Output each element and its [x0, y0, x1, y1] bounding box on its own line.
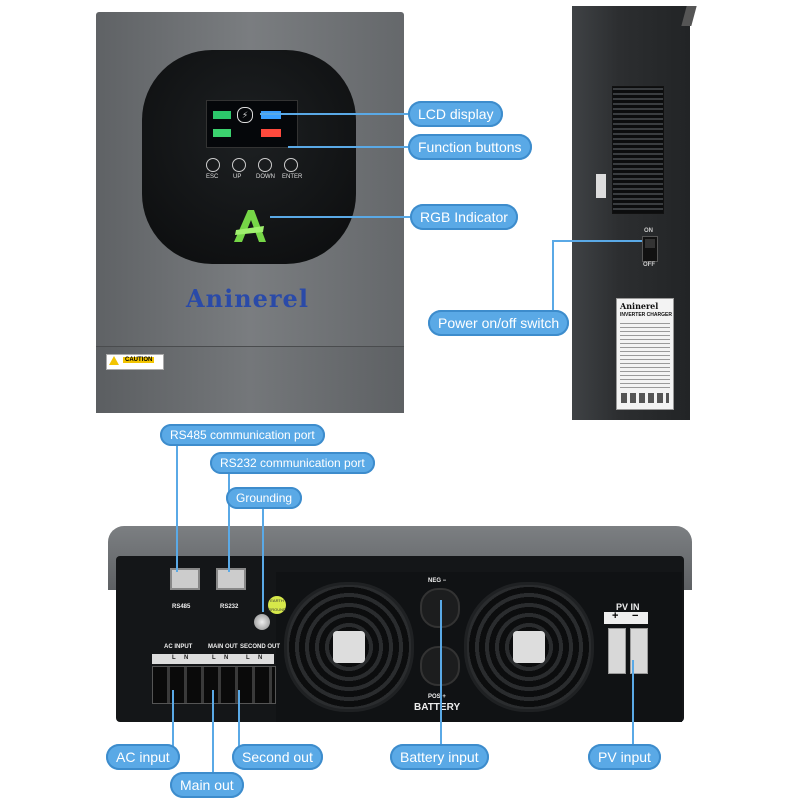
- pv-in-label: PV IN: [616, 602, 640, 612]
- power-switch[interactable]: [642, 236, 658, 262]
- spec-title: INVERTER CHARGER: [620, 312, 672, 318]
- up-label: UP: [233, 174, 242, 180]
- term-l-ac: L: [172, 655, 176, 661]
- spec-brand: Aninerel: [620, 301, 659, 311]
- esc-label: ESC: [206, 174, 219, 180]
- terminal-header: L N L N L N: [152, 654, 274, 664]
- function-buttons: ESC UP DOWN ENTER: [204, 158, 302, 186]
- pv-terminal-minus[interactable]: [630, 628, 648, 674]
- rs485-port[interactable]: [170, 568, 200, 590]
- caution-label: CAUTION: [106, 354, 164, 370]
- main-out-label: MAIN OUT: [208, 644, 238, 650]
- callout-rs485-port: RS485 communication port: [160, 424, 325, 446]
- switch-off-label: OFF: [643, 262, 655, 268]
- callout-battery-input: Battery input: [390, 744, 489, 770]
- callout-rgb-indicator: RGB Indicator: [410, 204, 518, 230]
- up-button[interactable]: [232, 158, 246, 172]
- pv-polarity: + −: [604, 610, 648, 624]
- term-n-second: N: [258, 655, 263, 661]
- side-view: ON OFF Aninerel INVERTER CHARGER: [572, 6, 697, 420]
- pv-minus: −: [632, 610, 639, 622]
- callout-lcd-display: LCD display: [408, 101, 504, 127]
- callout-pv-input: PV input: [588, 744, 661, 770]
- second-out-label: SECOND OUT: [240, 644, 281, 650]
- callout-second-out: Second out: [232, 744, 323, 770]
- down-button[interactable]: [258, 158, 272, 172]
- ac-input-label: AC INPUT: [164, 644, 193, 650]
- term-n-main: N: [224, 655, 229, 661]
- term-l-second: L: [246, 655, 250, 661]
- front-view: ⚡ ESC UP DOWN ENTER Aninerel CAUTION: [96, 12, 404, 413]
- rs232-port[interactable]: [216, 568, 246, 590]
- fan-right: [464, 582, 594, 712]
- caution-text: CAUTION: [123, 357, 155, 363]
- esc-button[interactable]: [206, 158, 220, 172]
- rgb-indicator-logo-icon: [230, 208, 270, 244]
- side-vent: [612, 86, 664, 214]
- battery-label: BATTERY: [414, 702, 461, 713]
- term-l-main: L: [212, 655, 216, 661]
- grounding-screw[interactable]: [254, 614, 270, 630]
- enter-button[interactable]: [284, 158, 298, 172]
- callout-function-buttons: Function buttons: [408, 134, 532, 160]
- callout-main-out: Main out: [170, 772, 244, 798]
- fan-left: [284, 582, 414, 712]
- lightning-icon: ⚡: [237, 107, 253, 123]
- callout-rs232-port: RS232 communication port: [210, 452, 375, 474]
- pv-plus: +: [612, 610, 619, 622]
- bottom-view: RS485 RS232 EARTH GROUND AC INPUT MAIN O…: [108, 526, 692, 724]
- enter-label: ENTER: [282, 174, 303, 180]
- pos-label: POS +: [428, 694, 446, 700]
- term-n-ac: N: [184, 655, 189, 661]
- callout-ac-input: AC input: [106, 744, 180, 770]
- lcd-screen: ⚡: [206, 100, 298, 148]
- rs485-label: RS485: [172, 604, 191, 610]
- pv-terminal-plus[interactable]: [608, 628, 626, 674]
- switch-on-label: ON: [644, 228, 653, 234]
- ac-terminal-block[interactable]: [152, 666, 276, 704]
- callout-grounding: Grounding: [226, 487, 303, 509]
- warning-icon: [109, 356, 119, 365]
- rs232-label: RS232: [220, 604, 239, 610]
- brand-logo: Aninerel: [186, 284, 309, 313]
- earth-sticker: EARTH GROUND: [268, 596, 286, 614]
- spec-label: Aninerel INVERTER CHARGER: [616, 298, 674, 410]
- down-label: DOWN: [256, 174, 275, 180]
- neg-label: NEG −: [428, 578, 447, 584]
- callout-power-switch: Power on/off switch: [428, 310, 570, 336]
